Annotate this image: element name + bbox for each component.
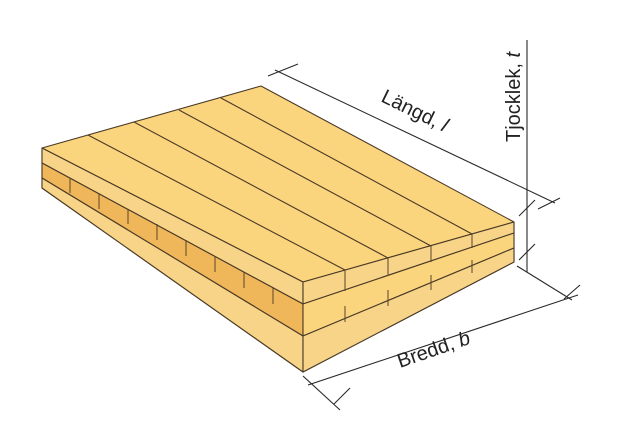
width-extension-front — [302, 375, 341, 411]
length-tick-end — [537, 197, 561, 210]
board-seam — [220, 97, 473, 235]
length-dimension-line — [274, 69, 556, 204]
board-seam — [87, 134, 346, 271]
thickness-tick-top — [518, 199, 536, 217]
thickness-label: Tjocklek, t — [503, 51, 525, 142]
width-tick-start — [333, 387, 351, 405]
length-tick-start — [267, 63, 299, 77]
width-extension-back — [516, 265, 573, 301]
dimension-lines — [267, 40, 581, 411]
board-seam — [133, 121, 389, 259]
thickness-tick-bottom — [518, 243, 536, 261]
front-side-bottom-layer — [302, 247, 515, 373]
length-label: Längd, l — [378, 86, 452, 137]
top-board-seams — [87, 97, 473, 271]
width-label: Bredd, b — [394, 327, 473, 372]
front-board-ends — [344, 234, 473, 322]
width-tick-end — [563, 284, 581, 300]
board-seam — [178, 109, 432, 247]
end-grain-blocks — [69, 178, 274, 304]
timber-panel — [41, 85, 515, 373]
width-dimension-line — [307, 294, 579, 386]
